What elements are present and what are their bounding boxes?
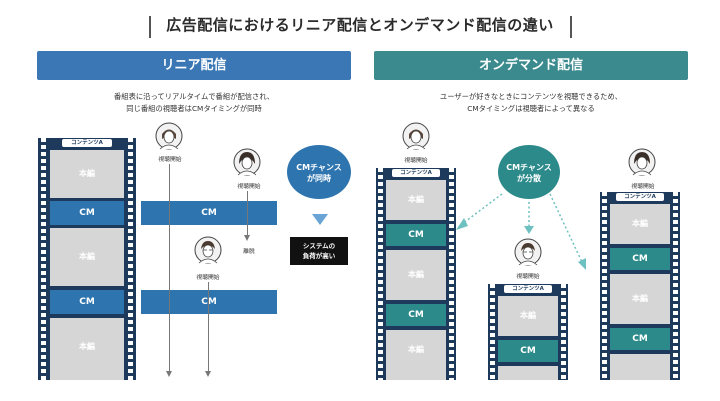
film-holes-right (561, 284, 566, 380)
cm-chance-bubble: CMチャンス が同時 (287, 145, 351, 199)
cm-band: CM (141, 201, 277, 225)
cm-segment: CM (498, 340, 558, 362)
start-label: 視聴開始 (631, 184, 655, 190)
main-segment: 本編 (610, 204, 670, 244)
main-segment: 本編 (610, 274, 670, 324)
ondemand-film-strip: コンテンツA 本編 CM 本編 CM 本編 (376, 168, 456, 380)
film-holes-left (41, 138, 46, 380)
cm-band: CM (141, 290, 277, 314)
content-label: コンテンツA (504, 285, 552, 293)
viewer-person-icon (155, 122, 183, 150)
bubble-line2: が分散 (517, 174, 541, 183)
linear-header: リニア配信 (37, 51, 351, 80)
leave-label: 離脱 (243, 249, 255, 255)
timeline-line (169, 164, 170, 372)
main-segment: 本編 (50, 150, 124, 198)
start-label: 視聴開始 (516, 274, 540, 280)
ondemand-desc-line2: CMタイミングは視聴者によって異なる (467, 104, 595, 113)
title-bar-right (570, 16, 572, 38)
ondemand-film-strip: コンテンツA 本編 CM (488, 284, 568, 380)
start-label: 視聴開始 (237, 184, 261, 190)
cm-segment: CM (610, 328, 670, 350)
linear-film-strip: コンテンツA 本編 CM 本編 CM 本編 (38, 138, 136, 380)
bubble-line1: CMチャンス (296, 163, 342, 172)
content-label: コンテンツA (62, 139, 112, 147)
viewer-person-icon (233, 148, 261, 176)
start-label: 視聴開始 (158, 157, 182, 163)
timeline-arrow (205, 371, 211, 377)
ondemand-description: ユーザーが好きなときにコンテンツを視聴できるため、 CMタイミングは視聴者によっ… (374, 91, 688, 115)
timeline-line (247, 191, 248, 235)
cm-segment: CM (50, 290, 124, 314)
viewer-person-icon (628, 148, 656, 176)
box-line2: 負荷が高い (302, 252, 336, 260)
cm-segment: CM (386, 224, 446, 246)
viewer-person-icon (402, 122, 430, 150)
cm-segment: CM (50, 201, 124, 225)
timeline-arrow (244, 235, 250, 241)
film-holes-left (602, 192, 607, 380)
down-triangle-icon (312, 214, 328, 225)
ondemand-desc-line1: ユーザーが好きなときにコンテンツを視聴できるため、 (439, 92, 623, 101)
cm-chance-bubble: CMチャンス が分散 (498, 145, 560, 199)
bubble-line1: CMチャンス (506, 163, 552, 172)
main-segment: 本編 (50, 228, 124, 286)
main-segment: 本編 (386, 180, 446, 220)
linear-description: 番組表に沿ってリアルタイムで番組が配信され、 同じ番組の視聴者はCMタイミングが… (37, 91, 351, 115)
main-segment: 本編 (386, 250, 446, 300)
viewer-person-icon (194, 236, 222, 264)
main-segment: 本編 (50, 318, 124, 380)
film-holes-left (490, 284, 495, 380)
linear-desc-line1: 番組表に沿ってリアルタイムで番組が配信され、 (113, 92, 275, 101)
main-segment (610, 354, 670, 380)
timeline-line (208, 282, 209, 372)
film-holes-right (128, 138, 133, 380)
viewer-person-icon (514, 238, 542, 266)
timeline-arrow (166, 371, 172, 377)
main-segment: 本編 (386, 330, 446, 380)
ondemand-header: オンデマンド配信 (374, 51, 688, 80)
content-label: コンテンツA (616, 193, 664, 201)
film-holes-right (449, 168, 454, 380)
start-label: 視聴開始 (196, 275, 220, 281)
start-label: 視聴開始 (404, 158, 428, 164)
distribution-arrows (456, 193, 586, 270)
film-holes-left (378, 168, 383, 380)
title-bar-left (149, 16, 151, 38)
cm-segment: CM (386, 304, 446, 326)
film-holes-right (673, 192, 678, 380)
ondemand-film-strip: コンテンツA 本編 CM 本編 CM (600, 192, 680, 380)
main-segment (498, 366, 558, 380)
bubble-line2: が同時 (307, 174, 331, 183)
linear-desc-line2: 同じ番組の視聴者はCMタイミングが同時 (126, 104, 262, 113)
cm-segment: CM (610, 248, 670, 270)
system-load-box: システムの 負荷が高い (290, 237, 348, 265)
box-line1: システムの (302, 242, 336, 250)
main-segment: 本編 (498, 296, 558, 336)
page-title: 広告配信におけるリニア配信とオンデマンド配信の違い (166, 16, 554, 34)
content-label: コンテンツA (392, 169, 440, 177)
